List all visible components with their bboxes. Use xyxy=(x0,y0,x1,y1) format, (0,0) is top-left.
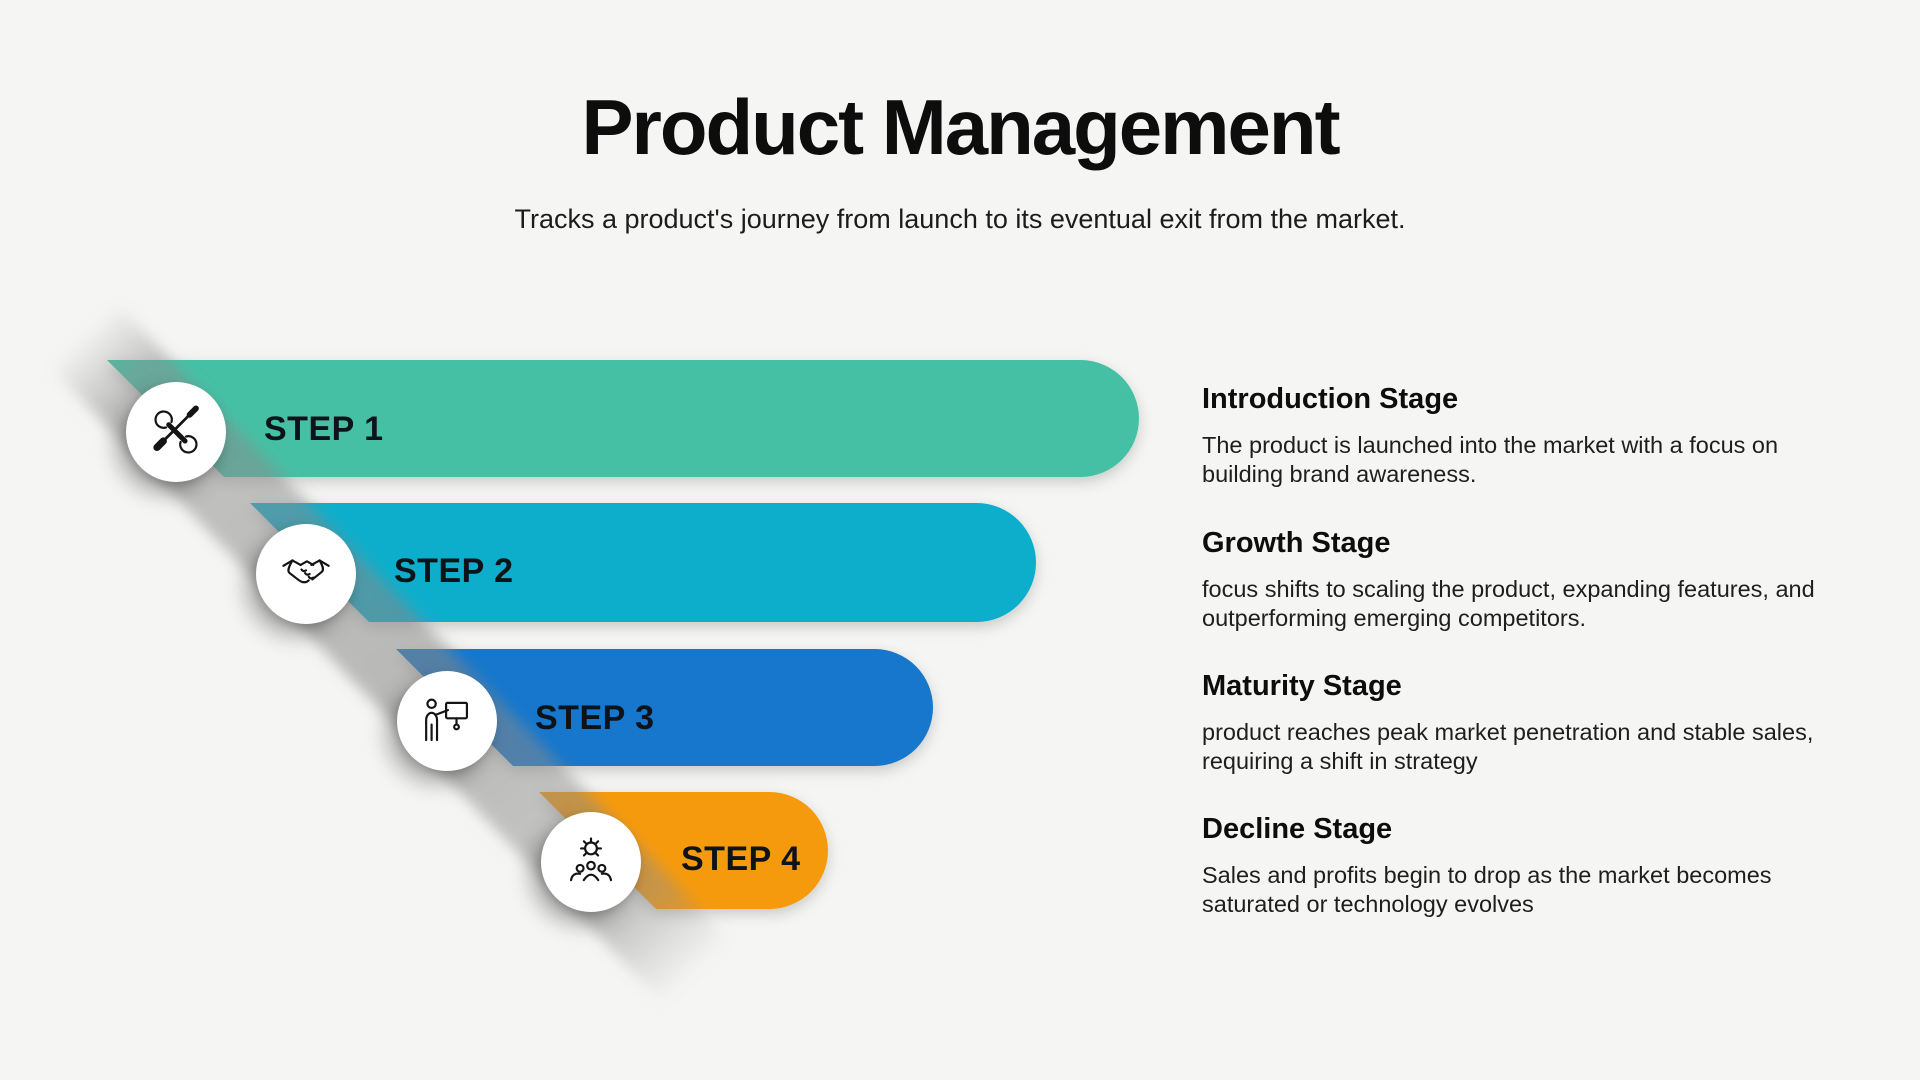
stage-description: The product is launched into the market … xyxy=(1202,432,1779,487)
stage-description: focus shifts to scaling the product, exp… xyxy=(1202,576,1815,631)
stage-description: product reaches peak market penetration … xyxy=(1202,719,1814,774)
stage-block-decline: Decline Stage Sales and profits begin to… xyxy=(1202,813,1862,919)
handshake-icon xyxy=(282,559,330,584)
stage-block-maturity: Maturity Stage product reaches peak mark… xyxy=(1202,670,1862,776)
team-gear-icon xyxy=(569,837,613,882)
funnel-bar-step2 xyxy=(250,503,1037,622)
step2-label: STEP 2 xyxy=(394,552,514,590)
step3-icon-circle xyxy=(397,671,497,771)
stage-description: Sales and profits begin to drop as the m… xyxy=(1202,862,1772,917)
step4-label: STEP 4 xyxy=(681,840,801,878)
page-title: Product Management xyxy=(581,83,1340,171)
tools-icon xyxy=(153,405,199,454)
stage-heading: Growth Stage xyxy=(1202,527,1391,559)
step1-icon-circle xyxy=(126,382,226,482)
step3-label: STEP 3 xyxy=(535,699,655,737)
presentation-icon xyxy=(425,698,469,742)
step1-label: STEP 1 xyxy=(264,410,384,448)
step2-icon-circle xyxy=(256,524,356,624)
stage-heading: Introduction Stage xyxy=(1202,383,1459,415)
stage-heading: Maturity Stage xyxy=(1202,670,1402,702)
stage-heading: Decline Stage xyxy=(1202,813,1393,845)
funnel-bar-step1 xyxy=(107,360,1140,478)
page-subtitle: Tracks a product's journey from launch t… xyxy=(514,204,1406,234)
step4-icon-circle xyxy=(541,812,641,912)
stage-block-growth: Growth Stage focus shifts to scaling the… xyxy=(1202,527,1862,633)
stage-block-introduction: Introduction Stage The product is launch… xyxy=(1202,383,1862,489)
